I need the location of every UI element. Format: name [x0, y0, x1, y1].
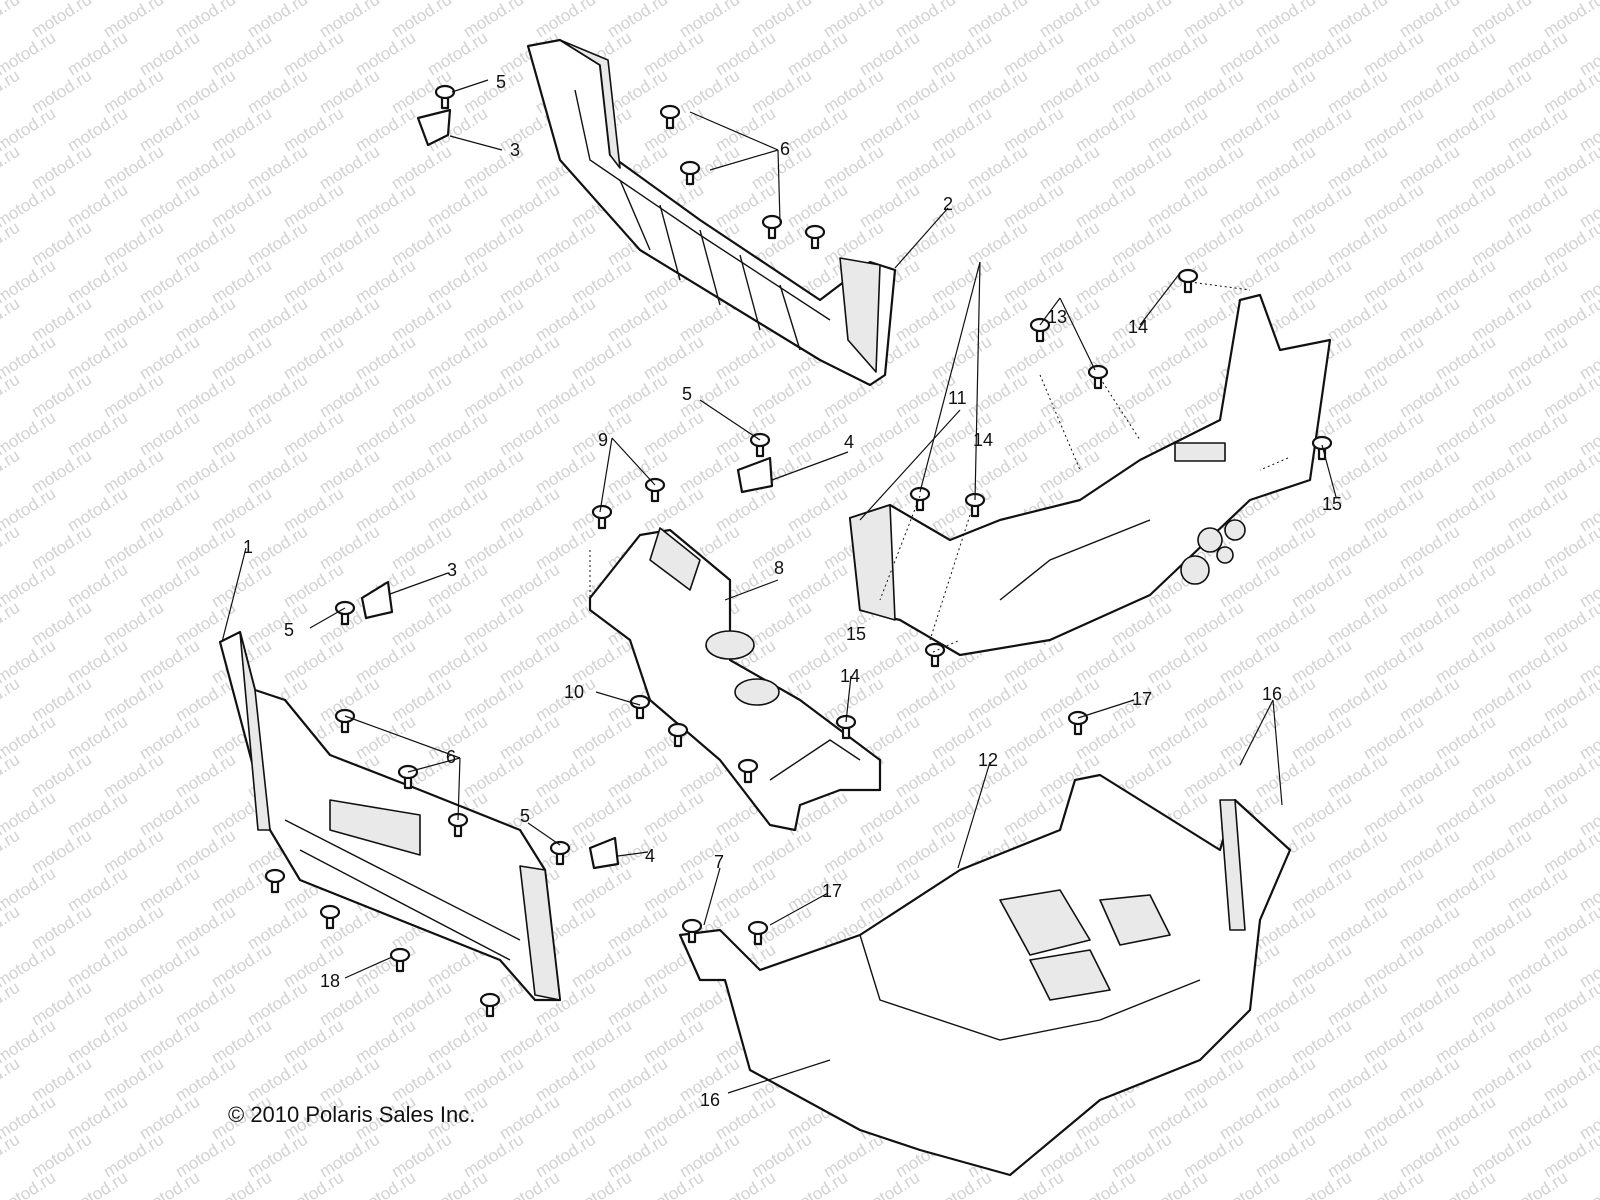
watermark-text: motod.ru — [784, 1168, 851, 1200]
watermark-text: motod.ru — [0, 674, 23, 726]
fastener — [644, 477, 666, 503]
watermark-text: motod.ru — [1360, 1168, 1427, 1200]
callout-5-a: 5 — [496, 72, 506, 92]
watermark-text: motod.ru — [1540, 1054, 1600, 1106]
callout-3-b: 3 — [447, 560, 457, 580]
watermark-text: motod.ru — [1540, 66, 1600, 118]
watermark-text: motod.ru — [856, 1168, 923, 1200]
watermark-text: motod.ru — [424, 1168, 491, 1200]
watermark-text: motod.ru — [1576, 0, 1600, 3]
watermark-text: motod.ru — [208, 1168, 275, 1200]
watermark-text: motod.ru — [1540, 142, 1600, 194]
callout-5-d: 5 — [520, 806, 530, 826]
watermark-text: motod.ru — [0, 218, 23, 270]
callout-5-c: 5 — [284, 620, 294, 640]
callout-15-a: 15 — [1322, 494, 1342, 514]
watermark-text: motod.ru — [1540, 370, 1600, 422]
watermark-text: motod.ru — [712, 1168, 779, 1200]
watermark-text: motod.ru — [1540, 218, 1600, 270]
fastener — [749, 432, 771, 458]
fastener — [1311, 435, 1333, 461]
callout-16-b: 16 — [700, 1090, 720, 1110]
callout-1: 1 — [243, 537, 253, 557]
watermark-text: motod.ru — [1576, 1168, 1600, 1200]
callout-17-b: 17 — [822, 881, 842, 901]
watermark-text: motod.ru — [0, 1054, 23, 1106]
callout-3-a: 3 — [510, 140, 520, 160]
watermark-text: motod.ru — [496, 1168, 563, 1200]
watermark-text: motod.ru — [1540, 294, 1600, 346]
callout-5-b: 5 — [682, 384, 692, 404]
watermark-text: motod.ru — [1504, 1168, 1571, 1200]
watermark-text: motod.ru — [0, 598, 23, 650]
callout-14-c: 14 — [840, 666, 860, 686]
part-4-bracket-upper — [736, 456, 774, 494]
callout-14-b: 14 — [973, 430, 993, 450]
watermark-text: motod.ru — [64, 1168, 131, 1200]
callout-4-b: 4 — [645, 846, 655, 866]
callout-9: 9 — [598, 430, 608, 450]
watermark-text: motod.ru — [0, 750, 23, 802]
watermark-text: motod.ru — [0, 1168, 59, 1200]
copyright-notice: © 2010 Polaris Sales Inc. — [228, 1102, 476, 1127]
callout-11: 11 — [948, 388, 967, 408]
callout-15-b: 15 — [846, 624, 866, 644]
watermark-text: motod.ru — [1540, 598, 1600, 650]
watermark-text: motod.ru — [568, 1168, 635, 1200]
watermark-text: motod.ru — [0, 522, 23, 574]
watermark-text: motod.ru — [0, 978, 23, 1030]
watermark-text: motod.ru — [1540, 522, 1600, 574]
callout-6-b: 6 — [446, 747, 456, 767]
watermark-text: motod.ru — [1540, 674, 1600, 726]
watermark-text: motod.ru — [0, 294, 23, 346]
callout-10: 10 — [564, 682, 584, 702]
watermark-text: motod.ru — [0, 142, 23, 194]
callout-16-a: 16 — [1262, 684, 1282, 704]
fastener — [629, 694, 651, 720]
watermark-text: motod.ru — [0, 66, 23, 118]
fastener — [434, 84, 456, 110]
watermark-text: motod.ru — [1540, 1130, 1600, 1182]
callout-14-a: 14 — [1128, 317, 1148, 337]
watermark-text: motod.ru — [0, 1130, 23, 1182]
callout-6-a: 6 — [780, 139, 790, 159]
watermark-text: motod.ru — [1432, 1168, 1499, 1200]
callout-17-a: 17 — [1132, 689, 1152, 709]
watermark-text: motod.ru — [1288, 1168, 1355, 1200]
watermark-text: motod.ru — [1540, 446, 1600, 498]
watermark-text: motod.ru — [1540, 750, 1600, 802]
fastener — [1067, 710, 1089, 736]
fastener — [264, 868, 286, 894]
callout-8: 8 — [774, 558, 784, 578]
watermark-text: motod.ru — [0, 826, 23, 878]
watermark-text: motod.ru — [1144, 1168, 1211, 1200]
watermark-text: motod.ru — [928, 1168, 995, 1200]
watermark-text: motod.ru — [1216, 1168, 1283, 1200]
watermark-text: motod.ru — [1540, 826, 1600, 878]
watermark-text: motod.ru — [0, 902, 23, 954]
watermark-text: motod.ru — [0, 0, 23, 41]
callout-13: 13 — [1047, 307, 1067, 327]
watermark-text: motod.ru — [280, 1168, 347, 1200]
watermark-text: motod.ru — [1072, 1168, 1139, 1200]
watermark-text: motod.ru — [352, 1168, 419, 1200]
watermark-text: motod.ru — [136, 1168, 203, 1200]
callout-2: 2 — [943, 194, 953, 214]
callout-7: 7 — [714, 852, 724, 872]
watermark-text: motod.ru — [0, 446, 23, 498]
fastener — [591, 504, 613, 530]
watermark-text: motod.ru — [640, 1168, 707, 1200]
callout-12: 12 — [978, 750, 998, 770]
fastener — [804, 224, 826, 250]
callout-18: 18 — [320, 971, 340, 991]
watermark-text: motod.ru — [1540, 978, 1600, 1030]
watermark-text: motod.ru — [0, 370, 23, 422]
watermark-text: motod.ru — [1540, 902, 1600, 954]
callout-4-a: 4 — [844, 432, 854, 452]
